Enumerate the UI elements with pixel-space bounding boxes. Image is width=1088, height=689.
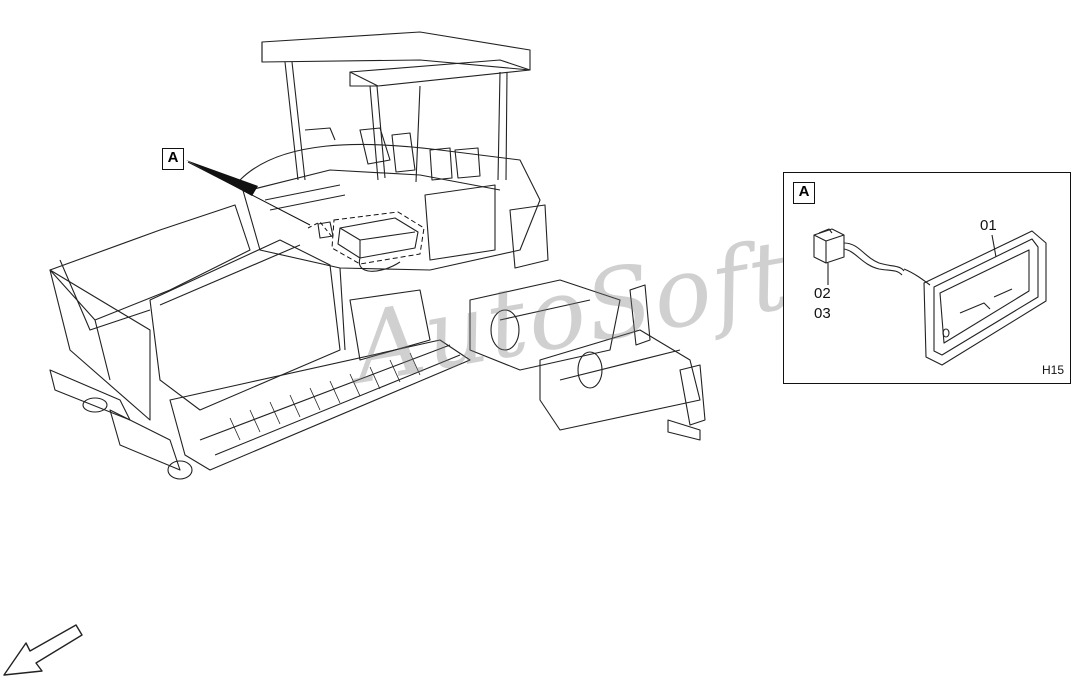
arrow-down-left-icon — [3, 624, 83, 676]
part-label-03: 03 — [814, 305, 831, 322]
detail-panel: A 01 02 03 H15 — [783, 172, 1071, 384]
callout-detail-a: A — [793, 182, 815, 204]
part-label-01: 01 — [980, 217, 997, 234]
part-label-02: 02 — [814, 285, 831, 302]
lamp-connector-drawing — [813, 228, 1047, 366]
sheet-code: H15 — [1042, 363, 1065, 377]
callout-main-a: A — [162, 148, 184, 170]
